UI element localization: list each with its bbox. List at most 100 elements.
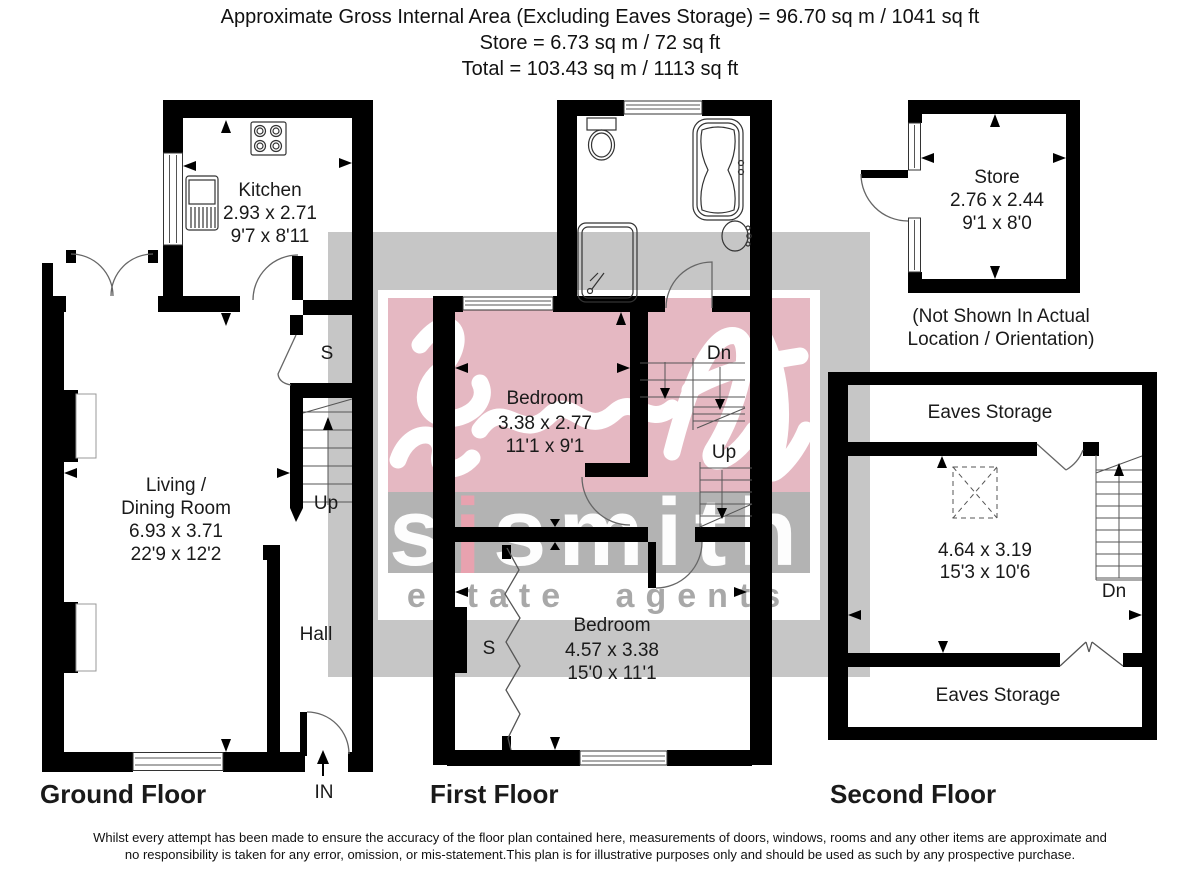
stairs-up-treads <box>699 462 753 528</box>
living-room-dim-metric: 6.93 x 3.71 <box>129 521 223 542</box>
sink-unit-icon <box>185 175 219 231</box>
bedroom2-dim-imperial: 15'0 x 11'1 <box>567 663 656 684</box>
dim-arrow-up <box>221 120 231 133</box>
bathtub-inner <box>696 122 740 217</box>
first-floor-doors <box>504 261 713 751</box>
hob-icon <box>250 121 287 156</box>
store-windows <box>908 122 921 273</box>
store-labels: Store 2.76 x 2.44 9'1 x 8'0 (Not Shown I… <box>908 167 1095 350</box>
toilet-bowl <box>587 129 616 161</box>
stairs-down-arrowhead <box>715 399 725 410</box>
dim-arrow-left <box>64 468 77 478</box>
bathtub-basin <box>700 126 736 214</box>
first-floor-title: First Floor <box>430 779 559 809</box>
second-floor-stairs <box>1095 455 1143 581</box>
dim-arrow-down <box>221 313 231 326</box>
dim-arrow-right <box>734 587 747 597</box>
entrance-label: IN <box>315 782 334 803</box>
fireplace-top <box>75 393 97 459</box>
disclaimer-line1: Whilst every attempt has been made to en… <box>93 830 1107 845</box>
hob-burner-inner <box>272 142 280 150</box>
ground-floor-doors <box>70 253 350 755</box>
second-floor-dim-metric: 4.64 x 3.19 <box>938 540 1032 561</box>
skylight-cross <box>952 466 998 519</box>
first-floor-arrows <box>455 312 747 750</box>
kitchen-label: Kitchen <box>238 180 301 201</box>
basin-tap <box>745 241 751 247</box>
stairs-up-label: Up <box>314 493 338 514</box>
watermark-tagline: estate agents <box>406 577 792 615</box>
dim-arrow-right <box>1053 153 1066 163</box>
kitchen-dim-imperial: 9'7 x 8'11 <box>231 226 310 247</box>
bedroom1-window <box>462 296 554 311</box>
store-room: Store 2.76 x 2.44 9'1 x 8'0 (Not Shown I… <box>860 100 1095 350</box>
header-line-gross-area: Approximate Gross Internal Area (Excludi… <box>220 6 980 28</box>
bathroom-window <box>623 100 703 115</box>
cupboard-folding-door <box>504 547 521 751</box>
first-floor: Bedroom 3.38 x 2.77 11'1 x 9'1 Dn Up S B… <box>430 100 772 809</box>
basin-tap <box>745 225 751 231</box>
eaves-hatch-door <box>1036 443 1084 471</box>
stairs-down-arrowhead <box>660 388 670 399</box>
bedroom1-label: Bedroom <box>506 388 583 409</box>
second-floor-title: Second Floor <box>830 779 996 809</box>
eaves-access-fold <box>1059 641 1124 667</box>
kitchen-fixtures <box>185 121 287 231</box>
dim-arrow-up <box>616 312 626 325</box>
cupboard-door-leaf <box>277 334 297 386</box>
bedroom2-window <box>579 750 668 766</box>
second-floor-dim-imperial: 15'3 x 10'6 <box>940 562 1031 583</box>
kitchen-door-arc <box>252 254 299 301</box>
dim-arrow-right <box>617 363 630 373</box>
cupboard-label: S <box>321 343 334 364</box>
ground-floor-title: Ground Floor <box>40 779 206 809</box>
ground-floor-stairs <box>302 398 353 505</box>
entrance-arrow <box>317 750 329 764</box>
first-floor-labels: Bedroom 3.38 x 2.77 11'1 x 9'1 Dn Up S B… <box>430 343 736 809</box>
kitchen-window <box>163 152 183 246</box>
bedroom2-dim-metric: 4.57 x 3.38 <box>565 640 659 661</box>
store-dim-metric: 2.76 x 2.44 <box>950 190 1044 211</box>
shower-tray <box>577 222 638 303</box>
dim-arrow-left <box>455 587 468 597</box>
store-note-line1: (Not Shown In Actual <box>912 306 1089 327</box>
fireplace-recesses <box>75 393 97 672</box>
second-floor-openings <box>1036 443 1124 667</box>
dim-arrow-left <box>183 161 196 171</box>
bedroom1-dim-metric: 3.38 x 2.77 <box>498 413 592 434</box>
dim-arrow-left <box>848 610 861 620</box>
basin-tap <box>746 233 752 239</box>
stairs-down-treads <box>640 358 746 430</box>
toilet-bowl-inner <box>590 132 613 158</box>
dim-arrow-down <box>550 737 560 750</box>
stairs-down-label: Dn <box>1102 581 1126 602</box>
bath-tap <box>737 168 745 176</box>
first-floor-windows <box>462 100 703 766</box>
bathroom-door-arc <box>665 261 713 309</box>
header-line-total-area: Total = 103.43 sq m / 1113 sq ft <box>461 58 739 80</box>
stairs-up-arrowhead <box>717 508 727 519</box>
bedroom2-label: Bedroom <box>573 615 650 636</box>
eaves-storage-bottom-label: Eaves Storage <box>936 685 1061 706</box>
second-floor-walls <box>828 372 1157 740</box>
dim-arrow-right <box>1129 610 1142 620</box>
shower-drain-lines <box>589 272 605 290</box>
shower-drain <box>586 287 594 295</box>
ground-floor-windows <box>132 152 224 771</box>
dim-arrow-up <box>550 542 560 550</box>
first-floor-stairs <box>640 358 753 528</box>
hall-label: Hall <box>300 624 333 645</box>
hob-burner-inner <box>256 127 264 135</box>
hob-burner-inner <box>272 127 280 135</box>
living-room-window <box>132 752 224 771</box>
kitchen-dim-metric: 2.93 x 2.71 <box>223 203 317 224</box>
toilet-cistern <box>586 117 617 131</box>
header-line-store-area: Store = 6.73 sq m / 72 sq ft <box>479 32 721 54</box>
dim-arrow-down <box>221 739 231 752</box>
hob-burner-inner <box>256 142 264 150</box>
fireplace-bottom <box>75 603 97 672</box>
dim-arrow-right <box>277 468 290 478</box>
dim-arrow-up <box>937 456 947 468</box>
